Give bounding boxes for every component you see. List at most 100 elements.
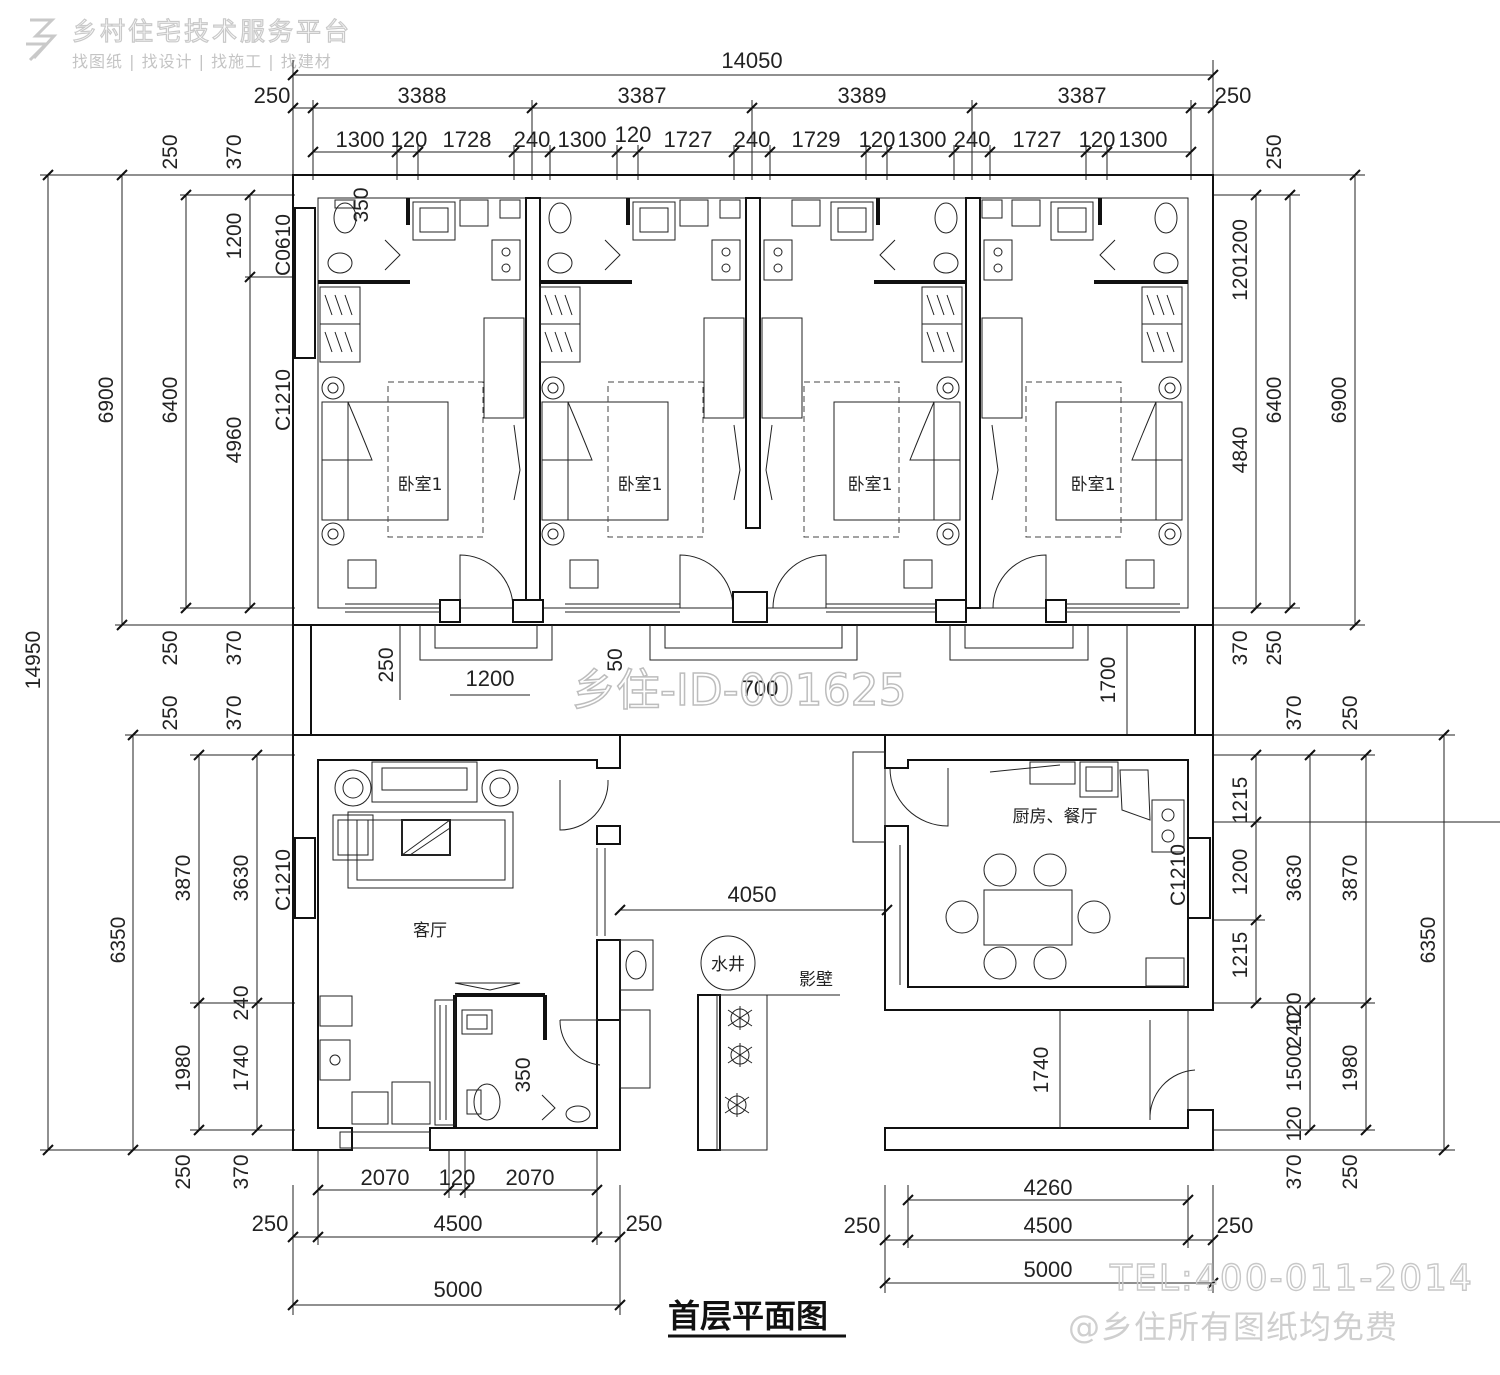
room-label-bedroom-3: 卧室1 xyxy=(848,475,893,495)
dim-right-lower-f2: 240 xyxy=(1283,1012,1306,1047)
window-tag-c1210-kitchen: C1210 xyxy=(1167,844,1190,906)
dim-left-lower-f: 240 xyxy=(230,985,253,1020)
dim-right-lower-d3: 1215 xyxy=(1229,932,1252,979)
bathroom-fixtures xyxy=(327,199,1179,281)
dim-corridor-50: 50 xyxy=(604,648,627,671)
brand-tagline: 找图纸 | 找设计 | 找施工 | 找建材 xyxy=(72,52,332,71)
dim-fine: 120 xyxy=(1079,127,1116,152)
dim-bl-c: 2070 xyxy=(506,1165,555,1190)
dim-right-lower-a: 6350 xyxy=(1417,917,1440,964)
dim-br-edge-right: 250 xyxy=(1217,1213,1254,1238)
brand-logo xyxy=(26,18,58,62)
dim-fine: 1728 xyxy=(443,127,492,152)
dim-bl-b: 120 xyxy=(439,1165,476,1190)
dim-top-seg-1: 3388 xyxy=(398,83,447,108)
dim-left-upper-c2: 4960 xyxy=(223,417,246,464)
dim-right-top-250: 250 xyxy=(1263,134,1286,169)
left-dimension-lines xyxy=(40,174,295,1151)
dim-corridor-250: 250 xyxy=(375,647,398,682)
dim-left-bottom-370: 370 xyxy=(230,1154,253,1189)
dim-bl-a: 2070 xyxy=(361,1165,410,1190)
top-fine-dimensions: 1300 120 1728 240 1300 120 1727 240 1729… xyxy=(336,122,1168,152)
drawing-title: 首层平面图 xyxy=(668,1297,828,1335)
dim-br-edge-left: 250 xyxy=(844,1213,881,1238)
dim-left-top-370: 370 xyxy=(223,134,246,169)
dim-left-upper-b: 6400 xyxy=(159,377,182,424)
dim-left-lower-a: 6350 xyxy=(107,917,130,964)
dim-right-lower-b: 3870 xyxy=(1339,855,1362,902)
room-label-kitchen: 厨房、餐厅 xyxy=(1013,807,1098,827)
dim-left-low-250: 250 xyxy=(159,695,182,730)
dim-left-upper-a: 6900 xyxy=(95,377,118,424)
contact-tel: TEL:400-011-2014 xyxy=(1109,1258,1474,1299)
dim-right-lower-d1: 1215 xyxy=(1229,777,1252,824)
dim-fine: 240 xyxy=(514,127,551,152)
dim-left-lower-d: 1980 xyxy=(172,1045,195,1092)
dim-top-edge-left: 250 xyxy=(254,83,291,108)
dim-right-mid-250: 250 xyxy=(1263,630,1286,665)
dim-fine: 1729 xyxy=(792,127,841,152)
well-icon xyxy=(700,935,756,991)
dim-corridor-1200: 1200 xyxy=(466,666,515,691)
window-tag-c1210-upper: C1210 xyxy=(272,369,295,431)
dim-fine: 120 xyxy=(391,127,428,152)
dim-court-4050: 4050 xyxy=(728,882,777,907)
beds xyxy=(321,376,1183,589)
dim-top-seg-2: 3387 xyxy=(618,83,667,108)
dim-right-lower-d2: 1200 xyxy=(1229,849,1252,896)
dim-right-bottom-370: 370 xyxy=(1283,1154,1306,1189)
top-dimension-ticks xyxy=(287,69,1219,158)
dim-gate-1740: 1740 xyxy=(1030,1047,1053,1094)
dim-right-bottom-250: 250 xyxy=(1339,1154,1362,1189)
window-tag-c0610: C0610 xyxy=(272,214,295,276)
dim-bl-inner: 4500 xyxy=(434,1211,483,1236)
dim-fine: 120 xyxy=(859,127,896,152)
dim-fine: 1727 xyxy=(1013,127,1062,152)
dim-bath2-350: 350 xyxy=(350,187,373,222)
dim-left-lower-e: 1740 xyxy=(230,1045,253,1092)
bedroom-doors xyxy=(439,554,1067,623)
dim-fine: 1300 xyxy=(558,127,607,152)
dim-fine: 1300 xyxy=(898,127,947,152)
dim-right-lower-f4: 120 xyxy=(1283,1106,1306,1141)
bottom-dimension-ticks xyxy=(287,1184,1219,1311)
bottom-dimension-lines xyxy=(292,1150,1214,1315)
dim-top-seg-4: 3387 xyxy=(1058,83,1107,108)
watermark-id: 乡住-ID-001625 xyxy=(572,665,907,716)
courtyard-dim-ticks xyxy=(614,904,893,916)
dim-left-mid-370: 370 xyxy=(223,630,246,665)
right-dimension-ticks xyxy=(1250,169,1450,1156)
dim-right-lower-e: 1980 xyxy=(1339,1045,1362,1092)
dim-br-a: 4260 xyxy=(1024,1175,1073,1200)
dim-bl-outer: 5000 xyxy=(434,1277,483,1302)
living-wing-walls xyxy=(292,734,621,1151)
dim-right-upper-a: 6900 xyxy=(1328,377,1351,424)
dim-br-inner: 4500 xyxy=(1024,1213,1073,1238)
kitchen-furniture xyxy=(852,751,1196,1128)
dim-top-edge-right: 250 xyxy=(1215,83,1252,108)
dim-fine: 1300 xyxy=(1119,127,1168,152)
dim-bath-350: 350 xyxy=(512,1057,535,1092)
contact-note: @乡住所有图纸均免费 xyxy=(1068,1308,1398,1346)
dim-top-seg-3: 3389 xyxy=(838,83,887,108)
dim-left-low-370: 370 xyxy=(223,695,246,730)
dim-bl-edge-right: 250 xyxy=(626,1211,663,1236)
dim-left-mid-250: 250 xyxy=(159,630,182,665)
dim-fine: 240 xyxy=(734,127,771,152)
living-room-furniture xyxy=(319,761,609,1149)
right-dimension-lines xyxy=(1213,174,1500,1151)
bedroom-windows xyxy=(345,603,1180,613)
dim-left-overall: 14950 xyxy=(22,631,45,689)
brand-name: 乡村住宅技术服务平台 xyxy=(72,17,352,46)
dim-right-mid-370: 370 xyxy=(1229,630,1252,665)
dim-right-upper-c2: 4840 xyxy=(1229,427,1252,474)
room-label-screen-wall: 影壁 xyxy=(799,970,833,990)
left-dimension-ticks xyxy=(42,169,263,1156)
dim-left-lower-c: 3630 xyxy=(230,855,253,902)
kitchen-wing-walls xyxy=(884,734,1214,1151)
corridor xyxy=(292,624,1214,736)
dim-right-low-250: 250 xyxy=(1339,695,1362,730)
room-label-living: 客厅 xyxy=(413,921,447,941)
dim-right-lower-c: 3630 xyxy=(1283,855,1306,902)
